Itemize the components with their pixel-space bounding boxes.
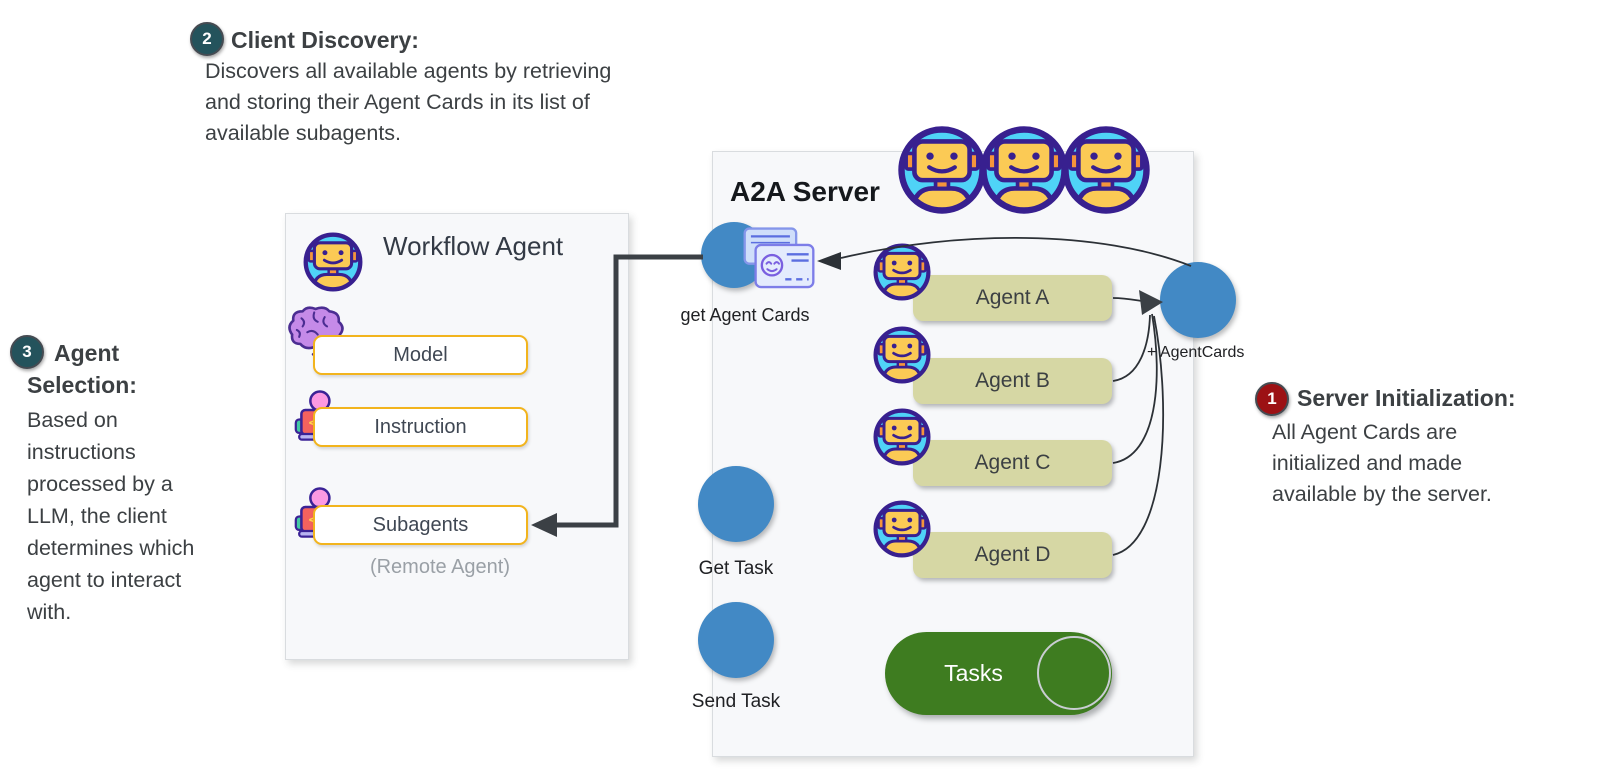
server-initialization-title: Server Initialization:: [1297, 385, 1516, 411]
robot-icon: [896, 124, 988, 216]
agent-a-box: Agent A: [913, 275, 1112, 321]
server-initialization-line: available by the server.: [1272, 482, 1492, 506]
subagents-box: Subagents: [313, 505, 528, 545]
tasks-coin: [1037, 636, 1111, 710]
agent-selection-line: Based on: [27, 408, 118, 432]
agent-selection-line: processed by a: [27, 472, 173, 496]
a2a-server-title: A2A Server: [730, 176, 880, 207]
server-initialization-line: initialized and made: [1272, 451, 1463, 475]
agent-selection-line: agent to interact: [27, 568, 182, 592]
agent-selection-title-line2: Selection:: [27, 372, 137, 398]
agent-cards-out-node: [1160, 262, 1236, 338]
robot-icon: [872, 407, 932, 467]
workflow-agent-title: Workflow Agent: [383, 231, 564, 261]
agent-selection-title-line1: Agent: [54, 340, 120, 366]
agent-selection-line: instructions: [27, 440, 136, 464]
get-task-node: [698, 466, 774, 542]
client-discovery-line: available subagents.: [205, 121, 402, 145]
agent-selection-line: LLM, the client: [27, 504, 167, 528]
agent-cards-out-label: + AgentCards: [1147, 344, 1245, 361]
client-discovery-title: Client Discovery:: [231, 27, 419, 53]
send-task-label: Send Task: [691, 691, 781, 712]
client-discovery-body: Discovers all available agents by retrie…: [205, 56, 611, 149]
send-task-node: [698, 602, 774, 678]
server-initialization-line: All Agent Cards are: [1272, 420, 1458, 444]
robot-icon: [872, 499, 932, 559]
robot-icon: [302, 231, 364, 293]
agent-b-box: Agent B: [913, 358, 1112, 404]
robot-icon: [1060, 124, 1152, 216]
step-1-badge: 1: [1255, 382, 1289, 416]
get-task-label: Get Task: [698, 558, 774, 579]
get-agent-cards-label: get Agent Cards: [680, 305, 810, 325]
agent-cards-icon: [740, 226, 818, 292]
instruction-box: Instruction: [313, 407, 528, 447]
robot-icon: [978, 124, 1070, 216]
remote-agent-note: (Remote Agent): [369, 556, 511, 578]
client-discovery-line: and storing their Agent Cards in its lis…: [205, 90, 590, 114]
step-3-badge: 3: [10, 335, 44, 369]
robot-icon: [872, 325, 932, 385]
agent-selection-line: determines which: [27, 536, 195, 560]
agent-selection-body: Based on instructions processed by a LLM…: [27, 404, 194, 628]
robot-icon: [872, 242, 932, 302]
server-initialization-body: All Agent Cards are initialized and made…: [1272, 417, 1492, 510]
client-discovery-line: Discovers all available agents by retrie…: [205, 59, 612, 83]
model-box: Model: [313, 335, 528, 375]
agent-selection-line: with.: [27, 600, 72, 624]
agent-d-box: Agent D: [913, 532, 1112, 578]
agent-c-box: Agent C: [913, 440, 1112, 486]
step-2-badge: 2: [190, 22, 224, 56]
